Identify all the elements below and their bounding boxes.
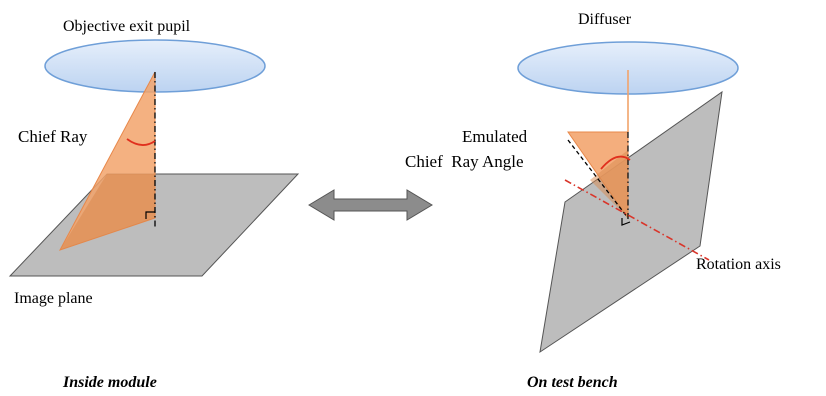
right-angle-marker <box>145 211 155 219</box>
tilted-plane <box>539 90 723 354</box>
emulated-angle-arc <box>600 155 631 170</box>
image-plane-label: Image plane <box>14 290 93 307</box>
pupil-label: Objective exit pupil <box>63 18 191 35</box>
bench-right-angle-marker <box>621 218 631 226</box>
emulated-wedge-shadow <box>590 150 628 218</box>
test-bench-caption: On test bench <box>527 374 618 391</box>
double-headed-arrow-icon <box>308 189 433 221</box>
emulated-label: Emulated <box>462 127 528 146</box>
emulated-ray-dashed-line <box>567 139 629 219</box>
diffuser-label: Diffuser <box>578 11 632 28</box>
inside-module-caption: Inside module <box>62 374 157 391</box>
chief-ray-angle-label: Chief Ray Angle <box>405 152 524 171</box>
chief-ray-label: Chief Ray <box>18 127 88 146</box>
image-plane <box>8 173 300 277</box>
test-bench-panel: Diffuser Emulated Chief Ray Angle Rotati… <box>405 11 781 391</box>
rotation-axis-line <box>564 179 710 261</box>
inside-module-panel: Objective exit pupil Chief Ray Image pla… <box>8 18 300 391</box>
chief-ray-cone-shadow <box>60 174 155 250</box>
rotation-axis-label: Rotation axis <box>696 256 781 273</box>
chief-ray-angle-arc <box>126 138 156 146</box>
